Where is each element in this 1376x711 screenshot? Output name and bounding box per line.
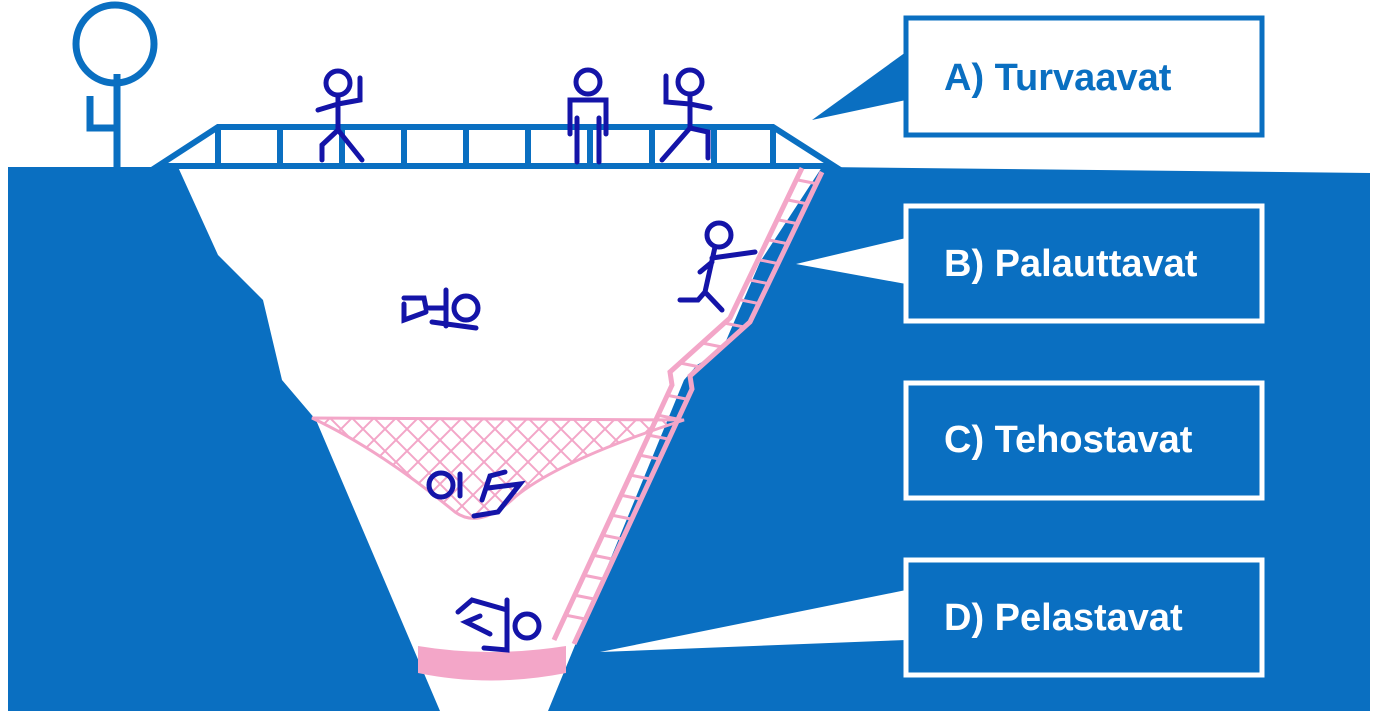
person-icon xyxy=(455,597,542,653)
person-icon xyxy=(677,220,758,313)
label-c: C) Tehostavat xyxy=(944,419,1193,461)
person-icon xyxy=(426,469,526,519)
person-icon xyxy=(567,67,609,165)
bridge-icon xyxy=(147,124,845,169)
ladder-icon xyxy=(551,166,825,646)
person-icon xyxy=(315,68,365,163)
callout-c: C) Tehostavat xyxy=(903,380,1265,501)
left-cliff xyxy=(8,167,440,711)
person-icon xyxy=(401,287,481,331)
callout-b: B) Palauttavat xyxy=(796,203,1265,324)
label-a: A) Turvaavat xyxy=(944,57,1172,99)
landing-pad-icon xyxy=(418,646,566,681)
safety-net-icon xyxy=(311,416,685,520)
callout-d: D) Pelastavat xyxy=(600,557,1265,678)
person-icon xyxy=(659,67,713,163)
label-b: B) Palauttavat xyxy=(944,243,1198,285)
tree-icon xyxy=(72,1,158,170)
label-d: D) Pelastavat xyxy=(944,597,1183,639)
callout-a: A) Turvaavat xyxy=(812,15,1265,138)
